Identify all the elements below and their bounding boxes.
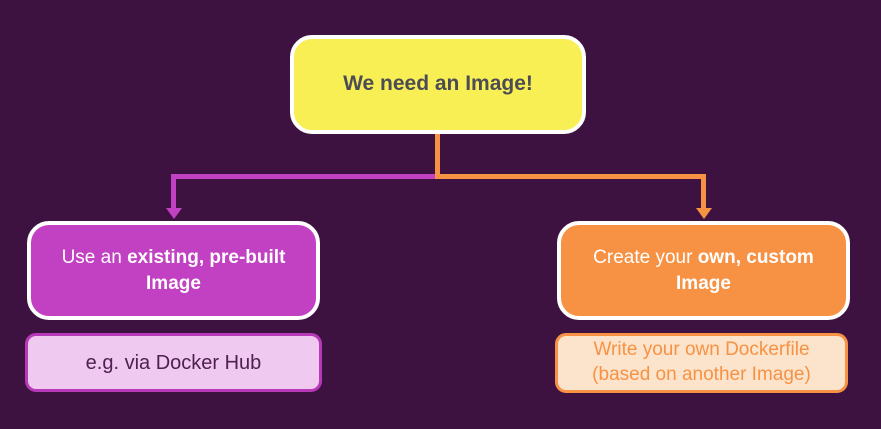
- note-docker-hub-label: e.g. via Docker Hub: [85, 351, 262, 374]
- note-write-dockerfile-line1: Write your own Dockerfile: [593, 339, 810, 361]
- note-write-dockerfile-line2: (based on another Image): [592, 364, 811, 385]
- note-docker-hub: e.g. via Docker Hub: [25, 333, 322, 392]
- node-custom-image-label: Create your own, custom Image: [585, 245, 822, 296]
- connector-right-horizontal: [435, 174, 703, 179]
- node-existing-prebuilt-image: Use an existing, pre-built Image: [27, 221, 320, 320]
- connector-right-drop: [701, 174, 706, 210]
- node-custom-image: Create your own, custom Image: [557, 221, 850, 320]
- node-custom-label-bold: own, custom Image: [676, 246, 814, 294]
- node-we-need-image: We need an Image!: [290, 35, 586, 134]
- connector-left-horizontal: [171, 174, 440, 179]
- arrow-down-icon: [696, 208, 712, 219]
- node-existing-prebuilt-image-label: Use an existing, pre-built Image: [55, 245, 292, 296]
- connector-left-drop: [171, 174, 176, 210]
- arrow-down-icon: [166, 208, 182, 219]
- connector-root-stem: [435, 134, 440, 179]
- node-existing-label-regular: Use an: [61, 246, 128, 268]
- node-existing-label-bold: existing, pre-built Image: [127, 246, 286, 294]
- note-write-dockerfile: Write your own Dockerfile (based on anot…: [555, 333, 848, 393]
- node-custom-label-regular: Create your: [593, 246, 698, 268]
- node-we-need-image-label: We need an Image!: [343, 72, 533, 96]
